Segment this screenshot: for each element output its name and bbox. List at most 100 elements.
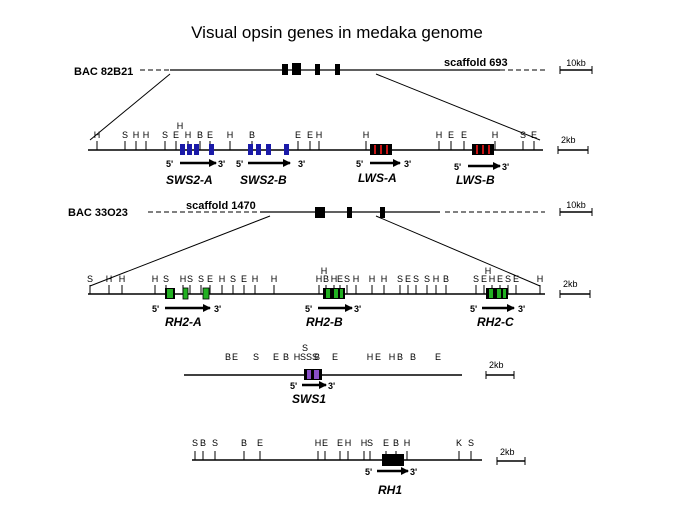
restriction-site-label: H	[404, 438, 411, 448]
gene-sws2-b: 5' 3' SWS2-B	[236, 159, 305, 187]
svg-text:5': 5'	[454, 162, 461, 172]
rh2-exon-fill	[497, 289, 501, 298]
restriction-site-label: S	[367, 438, 373, 448]
gene-sws1: 5' 3' SWS1	[290, 381, 335, 406]
restriction-site-label: E	[448, 130, 454, 140]
restriction-site-label: E	[405, 274, 411, 284]
gene-label: SWS2-A	[166, 173, 213, 187]
rh2-exon-fill	[334, 289, 338, 298]
restriction-site-label: E	[257, 438, 263, 448]
sws2-exon	[209, 144, 214, 155]
restriction-site-label: H	[152, 274, 159, 284]
restriction-site-label: E	[337, 438, 343, 448]
lws-exon-stripe	[482, 145, 484, 154]
restriction-site-label: S	[302, 343, 308, 353]
bac-label: BAC 82B21	[74, 66, 133, 78]
restriction-site-label: H	[381, 274, 388, 284]
svg-text:3': 3'	[518, 304, 525, 314]
scale-label: 10kb	[566, 200, 586, 210]
restriction-site-label: B	[225, 352, 231, 362]
sws2-exon	[284, 144, 289, 155]
restriction-site-label: S	[198, 274, 204, 284]
figure-title: Visual opsin genes in medaka genome	[191, 23, 483, 42]
scale-label: 2kb	[489, 360, 504, 370]
restriction-site-label: E	[273, 352, 279, 362]
gene-label: RH2-A	[165, 315, 202, 329]
rh2-exon-fill	[326, 289, 330, 298]
restriction-site-label: H	[106, 274, 113, 284]
restriction-site-label: S	[187, 274, 193, 284]
rh2-exon-fill	[489, 289, 493, 298]
svg-text:5': 5'	[236, 159, 243, 169]
restriction-site-label: B	[283, 352, 289, 362]
svg-text:5': 5'	[305, 304, 312, 314]
gene-block	[335, 64, 340, 75]
restriction-site-label: H	[219, 274, 226, 284]
restriction-site-label: E	[461, 130, 467, 140]
restriction-site-label: H	[363, 130, 370, 140]
restriction-site-label: E	[375, 352, 381, 362]
gene-rh2-b: 5' 3' RH2-B	[305, 304, 361, 329]
restriction-site-label: S	[312, 352, 318, 362]
gene-label: RH2-B	[306, 315, 343, 329]
restriction-site-label: H	[94, 130, 101, 140]
restriction-site-label: S	[230, 274, 236, 284]
sws1-exon	[304, 369, 322, 380]
restriction-site-label: E	[295, 130, 301, 140]
restriction-site-label: H	[331, 274, 338, 284]
restriction-site-label: H	[316, 274, 323, 284]
restriction-site-label: E	[232, 352, 238, 362]
svg-text:3': 3'	[218, 159, 225, 169]
rh2-exon-fill	[503, 289, 506, 298]
scale-label: 2kb	[563, 279, 578, 289]
restriction-site-label: H	[492, 130, 499, 140]
restriction-site-label: H	[143, 130, 150, 140]
restriction-site-label: E	[241, 274, 247, 284]
restriction-site-label: B	[241, 438, 247, 448]
gene-block	[315, 207, 325, 218]
restriction-site-label: H	[485, 266, 492, 276]
restriction-site-label: S	[520, 130, 526, 140]
gene-label: LWS-B	[456, 173, 495, 187]
sws2-exon	[187, 144, 192, 155]
restriction-site-label: H	[180, 274, 187, 284]
restriction-site-label: E	[332, 352, 338, 362]
gene-lws-b: 5' 3' LWS-B	[454, 162, 509, 187]
svg-text:5': 5'	[365, 467, 372, 477]
gene-label: LWS-A	[358, 171, 397, 185]
gene-label: RH2-C	[477, 315, 514, 329]
restriction-site-label: S	[505, 274, 511, 284]
restriction-site-label: E	[207, 274, 213, 284]
restriction-site-label: H	[252, 274, 259, 284]
restriction-site-label: H	[361, 438, 368, 448]
restriction-site-label: S	[424, 274, 430, 284]
restriction-site-label: B	[314, 352, 320, 362]
restriction-site-label: H	[316, 130, 323, 140]
scale-bar: 2kb	[496, 447, 526, 465]
gene-rh2-c: 5' 3' RH2-C	[470, 304, 525, 329]
restriction-site-label: E	[435, 352, 441, 362]
scale-label: 10kb	[566, 58, 586, 68]
restriction-site-label: H	[537, 274, 544, 284]
scale-bar: 10kb	[559, 58, 593, 74]
restriction-site-label: E	[307, 130, 313, 140]
rh2-exon	[182, 287, 189, 300]
restriction-site-label: B	[393, 438, 399, 448]
restriction-site-label: H	[321, 266, 328, 276]
restriction-site-label: S	[162, 130, 168, 140]
restriction-site-label: E	[513, 274, 519, 284]
restriction-site-label: H	[389, 352, 396, 362]
gene-block	[347, 207, 352, 218]
restriction-site-label: E	[173, 130, 179, 140]
gene-sws2-a: 5' 3' SWS2-A	[166, 159, 225, 187]
sws2-exon	[256, 144, 261, 155]
restriction-site-label: E	[207, 130, 213, 140]
restriction-site-label: H	[133, 130, 140, 140]
restriction-site-label: S	[468, 438, 474, 448]
